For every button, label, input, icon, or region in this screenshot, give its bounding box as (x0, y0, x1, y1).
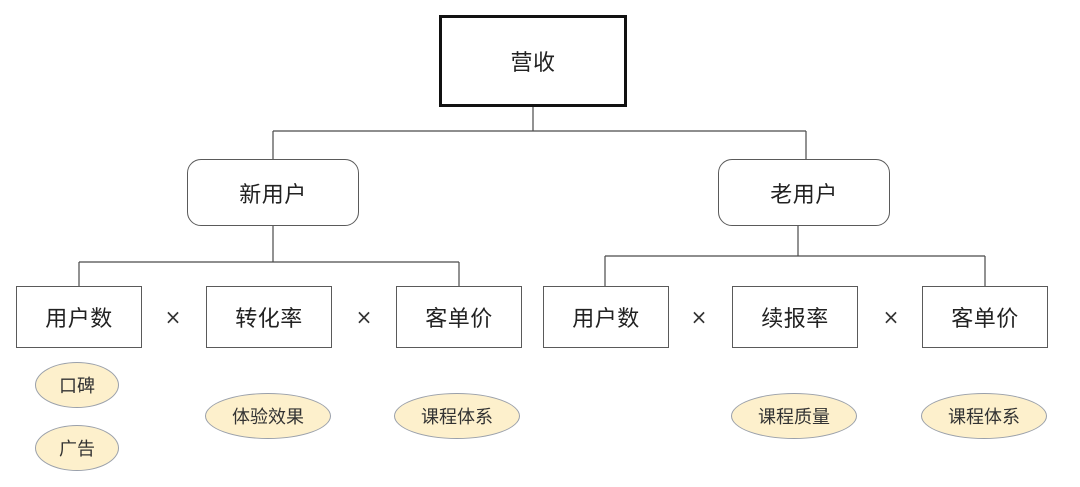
metric-node-new-unit-price: 客单价 (396, 286, 522, 348)
metric-label: 客单价 (425, 307, 493, 332)
metric-label: 客单价 (951, 307, 1019, 332)
metric-label: 用户数 (572, 307, 640, 332)
metric-label: 续报率 (761, 307, 829, 332)
factor-label: 广告 (59, 439, 95, 460)
connector-new-users-to-metrics (78, 226, 460, 286)
group-node-new-users: 新用户 (187, 159, 359, 226)
factor-label: 课程体系 (948, 407, 1020, 428)
factor-course-system-old: 课程体系 (921, 393, 1047, 439)
factor-trial-effect: 体验效果 (205, 393, 331, 439)
factor-advertising: 广告 (35, 425, 119, 471)
connector-root-to-groups (272, 107, 807, 159)
metric-node-conversion-rate: 转化率 (206, 286, 332, 348)
multiply-operator: × (164, 305, 182, 329)
factor-course-system: 课程体系 (394, 393, 520, 439)
factor-label: 课程体系 (421, 407, 493, 428)
factor-label: 体验效果 (232, 407, 304, 428)
factor-label: 课程质量 (758, 407, 830, 428)
multiply-operator: × (690, 305, 708, 329)
metric-node-old-user-count: 用户数 (543, 286, 669, 348)
metric-node-new-user-count: 用户数 (16, 286, 142, 348)
metric-node-renewal-rate: 续报率 (732, 286, 858, 348)
multiply-operator: × (882, 305, 900, 329)
group-label-old-users: 老用户 (770, 182, 838, 208)
group-node-old-users: 老用户 (718, 159, 890, 226)
connector-old-users-to-metrics (604, 226, 986, 286)
factor-course-quality: 课程质量 (731, 393, 857, 439)
root-node-revenue: 营收 (439, 15, 627, 107)
multiply-operator: × (355, 305, 373, 329)
metric-node-old-unit-price: 客单价 (922, 286, 1048, 348)
metric-label: 用户数 (45, 307, 113, 332)
metric-label: 转化率 (235, 307, 303, 332)
root-label: 营收 (510, 51, 556, 76)
factor-word-of-mouth: 口碑 (35, 362, 119, 408)
group-label-new-users: 新用户 (239, 182, 307, 208)
factor-label: 口碑 (59, 376, 95, 397)
